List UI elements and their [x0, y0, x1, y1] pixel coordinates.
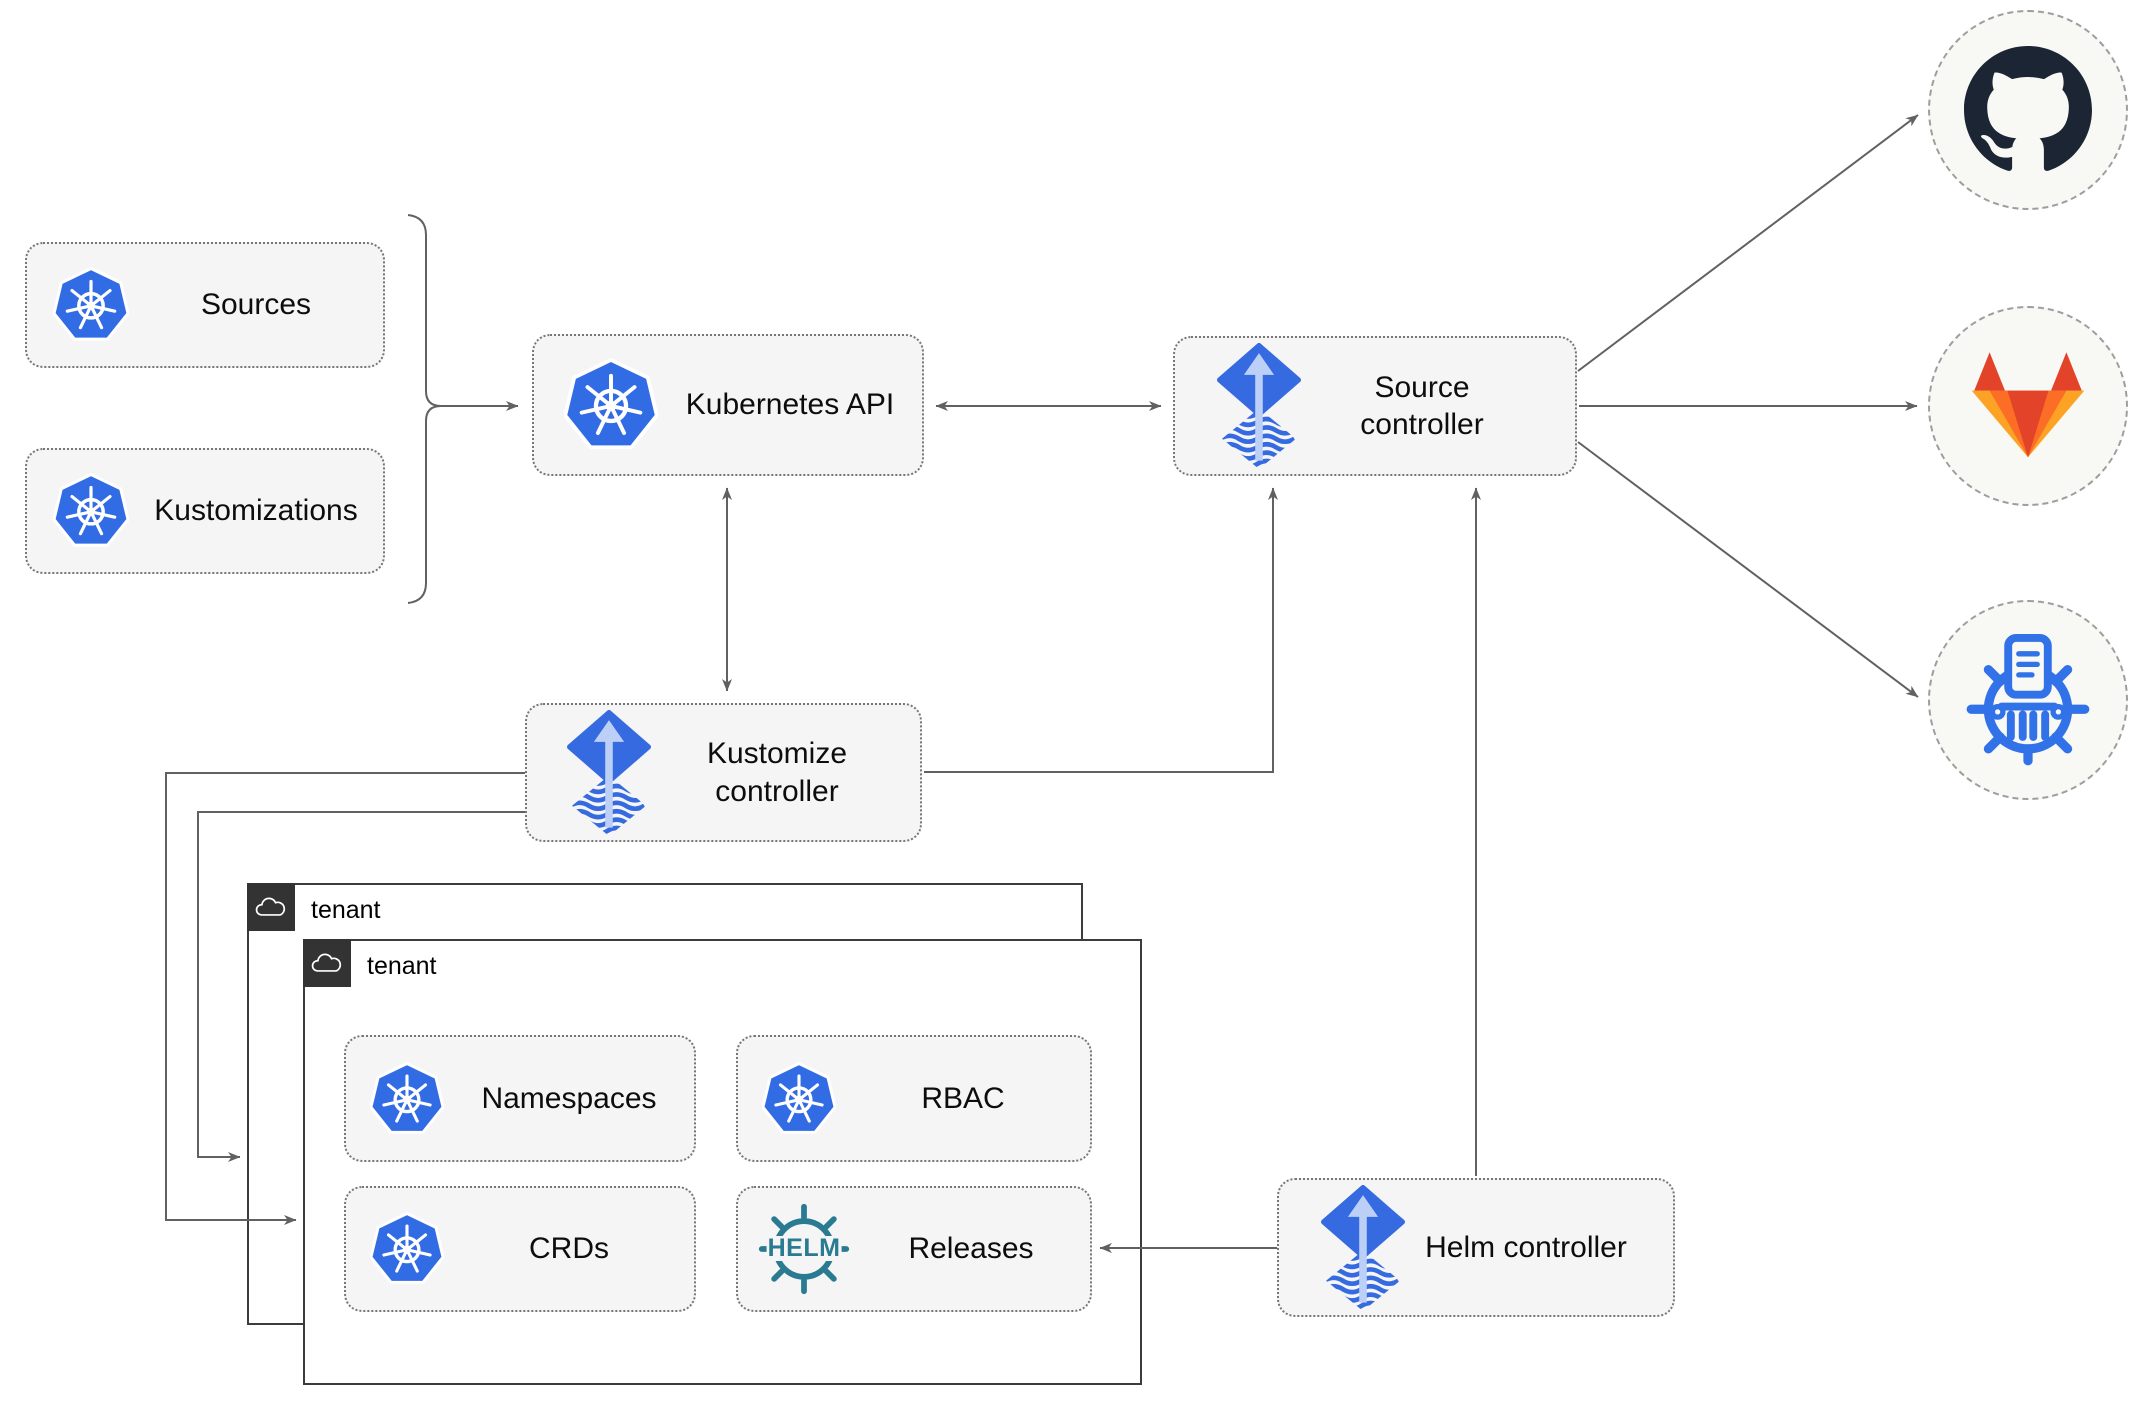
- flux-icon: [1319, 1185, 1407, 1311]
- github-icon: [1964, 46, 2092, 174]
- endpoint-github: [1928, 10, 2128, 210]
- node-label: Sources: [200, 288, 312, 322]
- kubernetes-icon: [564, 358, 658, 452]
- bracket-sources-group: [407, 214, 442, 604]
- helm-icon: HELM: [756, 1201, 852, 1297]
- helm-wordmark: HELM: [766, 1234, 842, 1262]
- tenant-label: tenant: [311, 896, 381, 924]
- node-kustomizations: Kustomizations: [25, 448, 385, 574]
- chartmuseum-icon: [1962, 634, 2094, 766]
- edge-kustomize-to-source-controller: [924, 487, 1278, 773]
- node-label: CRDs: [529, 1232, 609, 1266]
- node-rbac: RBAC: [736, 1035, 1092, 1162]
- tenant-label: tenant: [367, 952, 437, 980]
- edge-source-to-github: [1577, 114, 1919, 372]
- gitlab-icon: [1964, 347, 2092, 465]
- node-label: RBAC: [921, 1081, 1005, 1115]
- kubernetes-icon: [762, 1062, 836, 1136]
- node-sources: Sources: [25, 242, 385, 368]
- tenant-tab: [247, 883, 295, 931]
- kubernetes-icon: [53, 473, 129, 549]
- node-helm-controller: Helm controller: [1277, 1178, 1675, 1317]
- tenant-tab: [303, 939, 351, 987]
- node-label: Kustomizations: [154, 494, 358, 528]
- node-source-controller: Source controller: [1173, 336, 1577, 476]
- node-label: Releases: [908, 1232, 1034, 1266]
- cloud-icon: [310, 951, 344, 975]
- node-label: Namespaces: [481, 1081, 657, 1115]
- kubernetes-icon: [53, 267, 129, 343]
- node-label: Kustomize controller: [706, 737, 848, 808]
- node-namespaces: Namespaces: [344, 1035, 696, 1162]
- endpoint-gitlab: [1928, 306, 2128, 506]
- node-label: Source controller: [1360, 370, 1484, 442]
- node-crds: CRDs: [344, 1186, 696, 1312]
- kubernetes-icon: [370, 1212, 444, 1286]
- edge-source-to-chartmuseum: [1577, 441, 1919, 698]
- flux-icon: [565, 710, 653, 836]
- node-kustomize-controller: Kustomize controller: [525, 703, 922, 842]
- node-kubernetes-api: Kubernetes API: [532, 334, 924, 476]
- tenant-group-front: tenant: [303, 939, 1142, 1385]
- node-releases: HELM Releases: [736, 1186, 1092, 1312]
- kubernetes-icon: [370, 1062, 444, 1136]
- node-label: Kubernetes API: [685, 388, 895, 422]
- endpoint-chartmuseum: [1928, 600, 2128, 800]
- flux-icon: [1215, 343, 1303, 469]
- cloud-icon: [254, 895, 288, 919]
- node-label: Helm controller: [1425, 1230, 1627, 1264]
